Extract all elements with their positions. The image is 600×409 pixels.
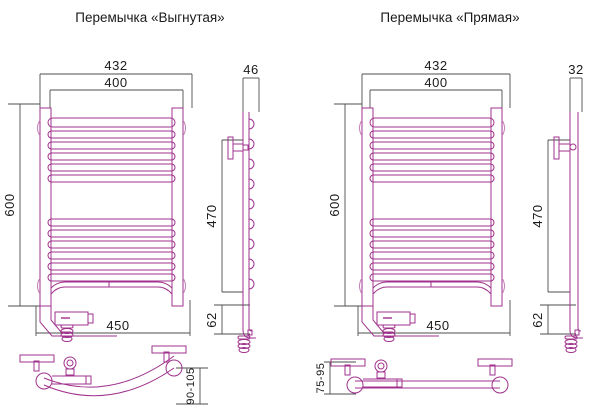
dim-62-right: 62 [530, 304, 576, 335]
left-plan-view-curved: 90-105 [19, 345, 208, 405]
dim-470-left: 470 [204, 139, 243, 293]
straight-jumper-body [330, 358, 513, 394]
right-side-view: 32 470 62 [530, 62, 583, 353]
dim-label-432-right: 432 [424, 58, 447, 73]
dim-600-right: 600 [327, 103, 362, 307]
dim-label-62-right: 62 [530, 312, 545, 327]
left-rail-vertical-right-view [359, 107, 374, 307]
left-rail-vertical [37, 107, 52, 307]
dim-label-46: 46 [243, 62, 258, 77]
right-rail-vertical [171, 107, 186, 307]
dim-label-62-left: 62 [204, 312, 219, 327]
rung-group-lower-right [369, 218, 495, 282]
rung-group-lower-left [47, 218, 176, 282]
right-front-view: 432 400 600 450 [327, 58, 511, 342]
rung-group-upper-left [47, 117, 176, 183]
dim-400-left: 400 [49, 75, 184, 108]
dim-label-75-95: 75-95 [315, 363, 327, 394]
dim-label-90-105: 90-105 [185, 367, 197, 404]
dim-label-600-left: 600 [2, 193, 17, 216]
dim-label-450-right: 450 [426, 318, 449, 333]
dim-label-600-right: 600 [327, 193, 342, 216]
left-side-view: 46 470 62 [204, 62, 260, 353]
spring-fitting-right-side [564, 329, 580, 353]
title-curved-jumper: Перемычка «Выгнутая» [75, 10, 225, 25]
dim-label-400-right: 400 [424, 75, 447, 90]
rung-group-upper-right [369, 117, 495, 183]
bottom-bow-left [50, 281, 173, 296]
dim-46-left: 46 [242, 62, 260, 112]
left-front-view: 432 400 600 450 [2, 58, 193, 342]
dim-label-470-right: 470 [530, 204, 545, 227]
dim-450-right: 450 [357, 300, 511, 336]
wall-bracket-right [553, 136, 577, 160]
dim-label-400-left: 400 [104, 75, 127, 90]
side-rung-profiles-left [248, 118, 255, 290]
spring-fitting-right [382, 324, 396, 342]
dim-label-32: 32 [568, 62, 583, 77]
dim-label-450-left: 450 [106, 318, 129, 333]
dim-600-left: 600 [2, 103, 40, 307]
right-plan-view-straight: 75-95 [315, 358, 513, 395]
spring-fitting-left [60, 324, 74, 342]
bottom-bow-right [372, 281, 492, 296]
title-straight-jumper: Перемычка «Прямая» [380, 10, 520, 25]
dim-432-left: 432 [39, 58, 193, 108]
dim-432-right: 432 [361, 58, 511, 108]
dim-450-left: 450 [35, 300, 191, 336]
dim-75-95: 75-95 [315, 361, 356, 395]
curved-jumper-body [19, 345, 187, 397]
dim-32-right: 32 [568, 62, 583, 112]
spring-fitting-left-side [237, 329, 253, 353]
side-body-right [569, 112, 583, 339]
dim-470-right: 470 [530, 139, 570, 293]
right-rail-vertical-right-view [490, 107, 505, 307]
dim-label-470-left: 470 [204, 204, 219, 227]
wall-bracket-left [227, 136, 249, 160]
dim-90-105: 90-105 [176, 367, 208, 405]
dim-label-432-left: 432 [104, 58, 127, 73]
dim-400-right: 400 [369, 75, 503, 108]
